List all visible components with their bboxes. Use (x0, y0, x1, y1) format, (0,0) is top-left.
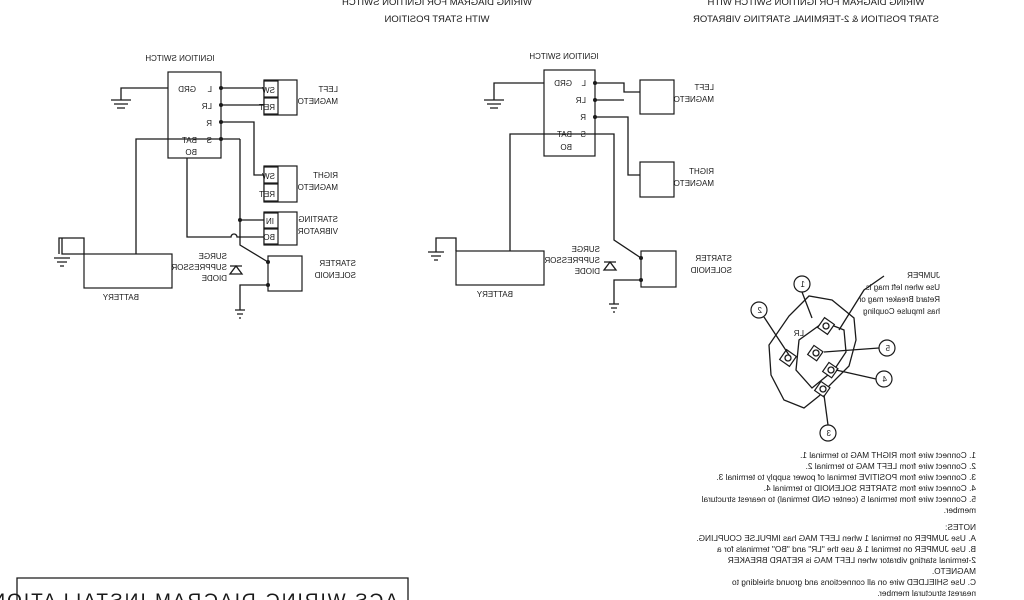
r-left-magneto (639, 79, 675, 115)
term-l: L (207, 85, 212, 94)
left-battery (83, 253, 173, 289)
left-mag-sw: SW (262, 86, 275, 95)
connector-num-1: 1 (800, 280, 805, 289)
instructions-block: 1. Connect wire from RIGHT MAG to termin… (696, 450, 976, 598)
r-surge-label2: SUPPRESSOR (544, 256, 600, 265)
term-bat: BAT (182, 136, 197, 145)
left-surge-label2: SUPPRESSOR (171, 263, 227, 272)
connector-num-5: 5 (885, 344, 890, 353)
r-battery (455, 250, 545, 286)
instruction-2: 2. Connect wire from LEFT MAG to termina… (806, 461, 976, 471)
instruction-3: 3. Connect wire from POSITIVE terminal o… (716, 472, 976, 482)
jumper-note-2: Use when left mag is (866, 283, 940, 292)
jumper-note-4: has Impulse Coupling (863, 307, 940, 316)
mirrored-drawing: WIRING DIAGRAM FOR IGNITION SWITCH WITH … (0, 0, 976, 600)
left-switch-label: IGNITION SWITCH (145, 54, 215, 63)
left-battery-label: BATTERY (102, 293, 139, 302)
r-term-r: R (580, 113, 586, 122)
left-starter-solenoid (267, 255, 303, 292)
r-right-mag-label1: RIGHT (689, 167, 714, 176)
instruction-4: 4. Connect wire from STARTER SOLENOID to… (764, 483, 976, 493)
instruction-5: 5. Connect wire from terminal 5 (center … (701, 494, 976, 504)
left-switch-ground (111, 87, 168, 109)
right-mag-label1: RIGHT (313, 171, 338, 180)
connector-num-2: 2 (757, 306, 762, 315)
r-left-mag-label1: LEFT (694, 83, 714, 92)
vibrator-label2: VIBRATOR (298, 227, 338, 236)
note-b3: MAGNETO. (932, 566, 976, 576)
r-surge-label3: DIODE (575, 267, 600, 276)
left-solenoid-label1: STARTER (319, 259, 356, 268)
connector-diagram: LR 1 2 3 4 5 JUMPER Use when left mag is… (750, 271, 940, 442)
instruction-1: 1. Connect wire from RIGHT MAG to termin… (800, 450, 976, 460)
r-right-mag-label2: MAGNETO (674, 179, 714, 188)
vibrator-label1: STARTING (298, 215, 338, 224)
left-surge-label1: SURGE (199, 252, 227, 261)
left-solenoid-label2: SOLENOID (314, 271, 356, 280)
right-mag-label2: MAGNETO (298, 183, 338, 192)
note-c: C. Use SHIELDED wire on all connections … (732, 577, 976, 587)
r-term-l: L (581, 79, 586, 88)
jumper-note-1: JUMPER (907, 271, 940, 280)
left-surge-label3: DIODE (202, 274, 227, 283)
r-term-grd: GRD (554, 79, 572, 88)
connector-lr-label: LR (794, 329, 804, 338)
r-term-bo: BO (560, 143, 572, 152)
right-ignition-switch (543, 69, 596, 157)
left-diode-symbol (228, 264, 244, 275)
connector-body (768, 295, 857, 409)
r-starter-solenoid (640, 250, 677, 288)
r-left-mag-label2: MAGNETO (674, 95, 714, 104)
r-surge-label1: SURGE (572, 245, 600, 254)
term-r: R (206, 119, 212, 128)
right-mag-sw: SW (262, 172, 275, 181)
r-solenoid-label1: STARTER (695, 254, 732, 263)
r-diode-symbol (602, 260, 618, 271)
term-bo: BO (185, 148, 197, 157)
footer-title-box (16, 577, 409, 600)
notes-title: NOTES: (945, 522, 976, 532)
vibrator-in: IN (266, 217, 274, 226)
connector-num-4: 4 (882, 375, 887, 384)
left-mag-label2: MAGNETO (298, 97, 338, 106)
note-b: B. Use JUMPER on terminal 1 & use the "L… (717, 544, 976, 554)
left-mag-ret: RET (259, 103, 275, 112)
left-ignition-switch (167, 71, 222, 159)
r-right-magneto (639, 161, 675, 198)
right-diagram: IGNITION SWITCH L GRD LR R S BAT BO LEFT… (428, 52, 732, 313)
vibrator-bo: BO (263, 233, 275, 242)
term-grd: GRD (178, 85, 196, 94)
term-lr: LR (202, 102, 212, 111)
right-mag-ret: RET (259, 190, 275, 199)
right-switch-label: IGNITION SWITCH (529, 52, 599, 61)
r-battery-label: BATTERY (476, 290, 513, 299)
left-diagram: IGNITION SWITCH L GRD LR R S BAT BO SW R… (54, 54, 356, 319)
r-term-lr: LR (576, 96, 586, 105)
connector-num-3: 3 (826, 429, 831, 438)
left-title-line1: WIRING DIAGRAM FOR IGNITION SWITCH WITH (707, 0, 924, 8)
note-b2: 2-terminal starting vibrator when LEFT M… (728, 555, 976, 565)
r-solenoid-label2: SOLENOID (690, 266, 732, 275)
jumper-note-3: Retard Breaker mag or (858, 295, 940, 304)
term-s: S (207, 136, 212, 145)
left-title-line2: START POSITION & 2-TERMINAL STARTING VIB… (693, 14, 939, 25)
right-title-line2: WITH START POSITION (384, 14, 489, 25)
left-mag-label1: LEFT (318, 85, 338, 94)
instruction-5b: member. (944, 505, 976, 515)
footer-title: ACS WIRING DIAGRAM INSTALLATION (0, 591, 398, 600)
note-c2: nearest structural member. (877, 588, 976, 598)
right-title-line1: WIRING DIAGRAM FOR IGNITION SWITCH (342, 0, 532, 8)
note-a: A. Use JUMPER on terminal 1 when LEFT MA… (696, 533, 976, 543)
